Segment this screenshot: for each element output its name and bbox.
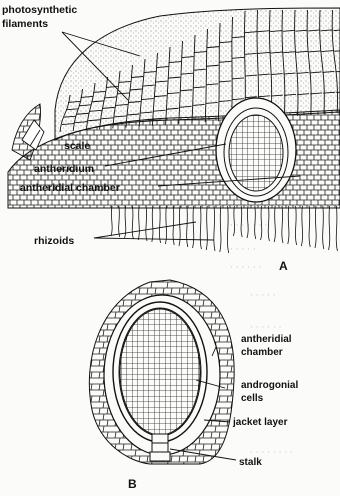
label-jacket-layer: jacket layer (232, 417, 288, 428)
rhizoid-hair (146, 206, 147, 241)
rhizoid-hair (111, 206, 112, 236)
label-stalk: stalk (239, 457, 262, 468)
rhizoid-hair (152, 206, 153, 242)
label-antheridium: antheridium (34, 163, 94, 175)
rhizoid-hair (288, 206, 289, 244)
svg-text:· · · · ·: · · · · · (250, 291, 276, 301)
rhizoid-hair (165, 206, 166, 244)
rhizoid-hair (193, 206, 194, 248)
rhizoid-hair (214, 206, 215, 251)
rhizoid-hair (315, 206, 316, 248)
rhizoid-hair (329, 206, 330, 250)
rhizoid-hair (323, 206, 324, 249)
label-antheridial-chamber: antheridial chamber (20, 182, 120, 194)
rhizoid-hair (282, 206, 283, 243)
label-antheridial: antheridial (241, 334, 292, 345)
rhizoids-a (111, 206, 337, 253)
figure-b-letter: B (128, 477, 137, 491)
rhizoid-hair (227, 206, 228, 253)
rhizoid-hair (138, 206, 139, 240)
rhizoid-hair (132, 206, 133, 239)
stalk-b (150, 434, 170, 461)
svg-text:· · · · · ·: · · · · · · (250, 323, 282, 333)
rhizoid-hair (159, 206, 160, 243)
figure-a-thallus (8, 8, 340, 253)
svg-text:· · · · · ·: · · · · · · (230, 263, 262, 273)
label-chamber: chamber (241, 347, 283, 358)
label-photosynthetic: photosynthetic (2, 4, 77, 16)
rhizoid-hair (179, 206, 180, 246)
rhizoid-hair (220, 206, 221, 252)
rhizoid-hair (309, 206, 310, 247)
filament-wall (232, 17, 233, 120)
rhizoid-hair (200, 206, 201, 249)
label-filaments: filaments (2, 18, 48, 30)
rhizoid-hair (336, 206, 337, 251)
label-androgonial: androgonial (241, 380, 298, 391)
label-scale: scale (64, 140, 90, 152)
rhizoid-hair (119, 206, 120, 237)
figure-a-letter: A (279, 259, 288, 273)
svg-text:· · · · ·: · · · · · (230, 245, 256, 255)
label-rhizoids: rhizoids (34, 235, 74, 247)
rhizoid-hair (274, 206, 275, 242)
label-cells: cells (241, 393, 264, 404)
rhizoid-hair (268, 206, 269, 241)
figure-b-antheridium-section (89, 280, 234, 464)
androgonial-cells-b (120, 309, 200, 435)
antheridium-a (229, 115, 283, 191)
rhizoid-hair (301, 206, 302, 246)
rhizoid-hair (295, 206, 296, 245)
rhizoid-hair (187, 206, 188, 247)
rhizoid-hair (206, 206, 207, 250)
